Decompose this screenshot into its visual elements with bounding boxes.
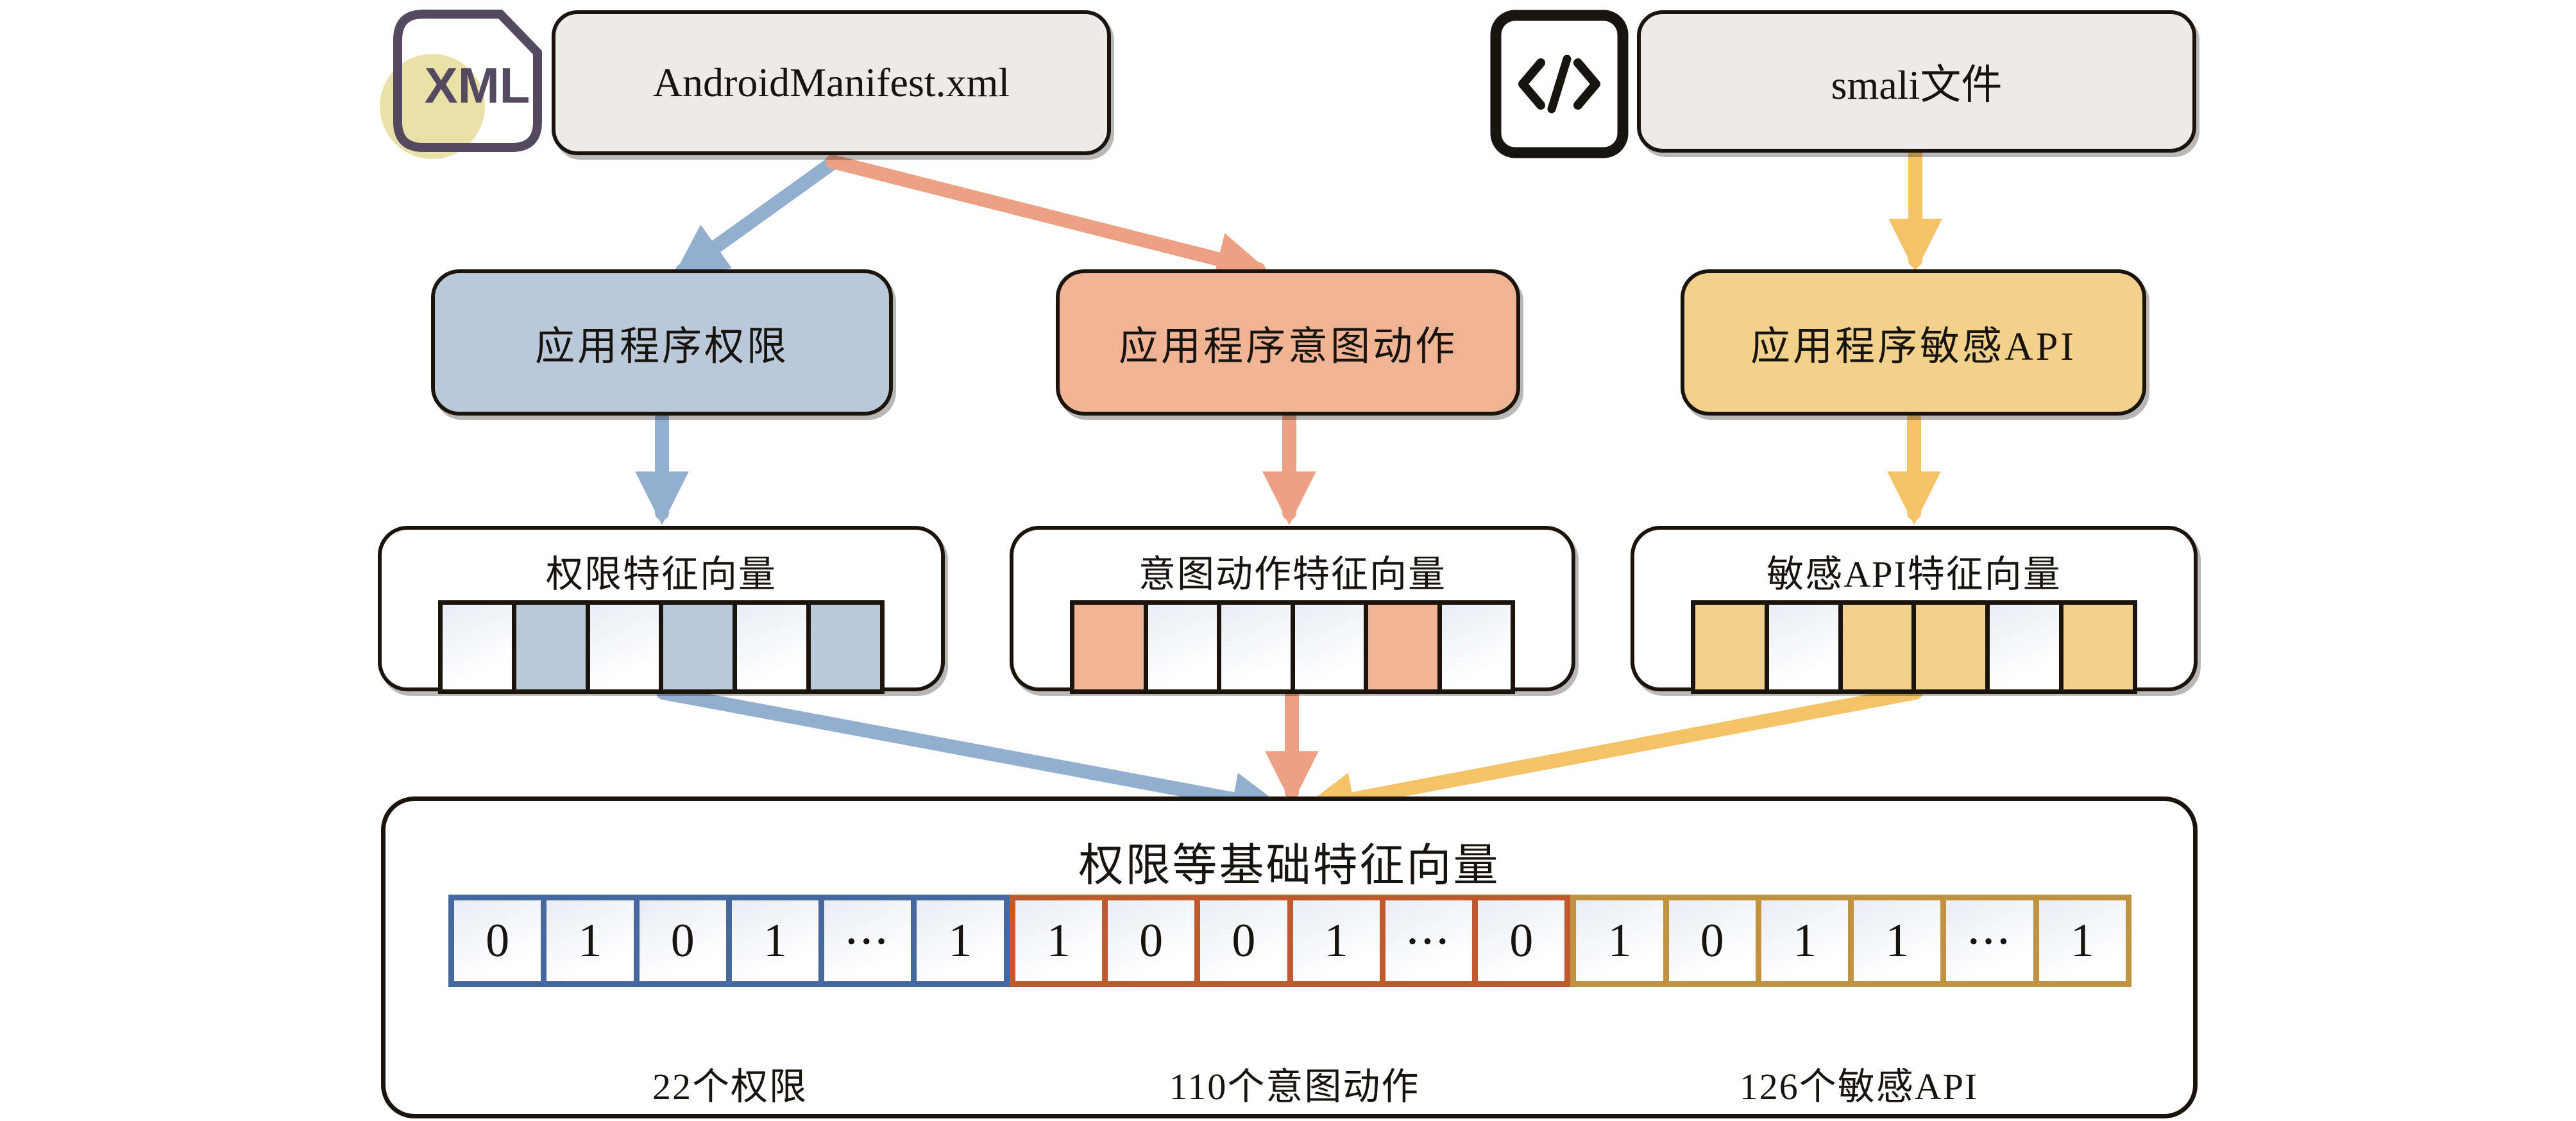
- smali-source-label: smali文件: [1831, 62, 2003, 108]
- extractor-permission-box: 应用程序权限: [431, 269, 893, 416]
- group-label-permission: 22个权限: [652, 1066, 808, 1108]
- vector-cell: 1: [547, 900, 640, 981]
- arrow-manifest-to-permission: [672, 156, 840, 278]
- vector-permission-cells: [438, 600, 885, 694]
- vector-api-box: 敏感API特征向量: [1631, 526, 2198, 694]
- vector-cell: 1: [731, 900, 825, 981]
- vector-intent-title: 意图动作特征向量: [1138, 553, 1446, 595]
- vector-cell-ellipsis: ···: [1385, 900, 1479, 981]
- vector-cell: 0: [1200, 900, 1293, 981]
- manifest-source-label: AndroidManifest.xml: [652, 60, 1010, 105]
- extractor-api-label: 应用程序敏感API: [1750, 325, 2076, 369]
- extractor-permission-label: 应用程序权限: [534, 325, 789, 369]
- arrow-api-vector-to-combined: [1300, 686, 1922, 826]
- xml-file-icon: XML: [380, 5, 545, 159]
- vector-api-cells: [1691, 600, 2137, 694]
- arrow-manifest-to-intent: [826, 155, 1271, 285]
- vector-cell-empty: [737, 605, 811, 689]
- combined-vector-box: 权限等基础特征向量 0 1 0 1 ··· 1 1 0 0 1 ··· 0 1 …: [381, 796, 2198, 1118]
- vector-cell-empty: [1990, 605, 2064, 689]
- vector-cell: 0: [639, 900, 732, 981]
- vector-cell-filled: [2063, 605, 2133, 689]
- arrow-permission-vector-to-combined: [656, 686, 1286, 826]
- extractor-intent-label: 应用程序意图动作: [1118, 325, 1457, 369]
- combined-group-api: 1 0 1 1 ··· 1: [1570, 895, 2132, 987]
- vector-cell: 1: [917, 900, 1004, 981]
- combined-group-permission: 0 1 0 1 ··· 1: [448, 895, 1010, 987]
- vector-cell: 1: [1576, 900, 1669, 981]
- vector-cell-ellipsis: ···: [824, 900, 917, 981]
- vector-cell: 1: [1761, 900, 1854, 981]
- manifest-source-box: AndroidManifest.xml: [552, 10, 1111, 155]
- vector-permission-title: 权限特征向量: [545, 553, 777, 595]
- vector-cell-filled: [1368, 605, 1442, 689]
- combined-group-intent: 1 0 0 1 ··· 0: [1009, 895, 1571, 987]
- extractor-intent-box: 应用程序意图动作: [1056, 269, 1520, 416]
- xml-icon-text: XML: [425, 57, 530, 114]
- vector-cell-filled: [516, 605, 590, 689]
- vector-cell-empty: [1768, 605, 1843, 689]
- group-label-intent: 110个意图动作: [1169, 1066, 1420, 1108]
- vector-intent-cells: [1070, 600, 1515, 694]
- vector-permission-box: 权限特征向量: [378, 526, 945, 694]
- vector-cell: 1: [2038, 900, 2126, 981]
- vector-cell-empty: [589, 605, 664, 689]
- vector-cell-empty: [1221, 605, 1295, 689]
- vector-cell-ellipsis: ···: [1946, 900, 2039, 981]
- vector-cell-filled: [1916, 605, 1990, 689]
- vector-cell: 0: [1107, 900, 1201, 981]
- vector-cell-filled: [1842, 605, 1917, 689]
- vector-cell-filled: [663, 605, 738, 689]
- vector-cell: 1: [1292, 900, 1385, 981]
- code-icon: [1489, 9, 1629, 159]
- vector-intent-box: 意图动作特征向量: [1010, 526, 1575, 694]
- vector-cell-empty: [1441, 605, 1511, 689]
- vector-cell-filled: [1695, 605, 1769, 689]
- vector-cell-empty: [443, 605, 516, 689]
- combined-vector-title: 权限等基础特征向量: [1078, 841, 1500, 891]
- vector-cell: 1: [1015, 900, 1108, 981]
- combined-vector-cells: 0 1 0 1 ··· 1 1 0 0 1 ··· 0 1 0 1 1 ···: [448, 895, 2132, 987]
- vector-cell-empty: [1148, 605, 1221, 689]
- vector-cell-filled: [1074, 605, 1148, 689]
- vector-api-title: 敏感API特征向量: [1767, 553, 2062, 595]
- vector-cell: 0: [1668, 900, 1761, 981]
- vector-cell-filled: [811, 605, 880, 689]
- group-label-api: 126个敏感API: [1739, 1066, 1979, 1108]
- vector-cell: 0: [1478, 900, 1565, 981]
- smali-source-box: smali文件: [1637, 10, 2196, 153]
- vector-cell-empty: [1294, 605, 1368, 689]
- vector-cell: 1: [1854, 900, 1947, 981]
- vector-cell: 0: [454, 900, 547, 981]
- extractor-api-box: 应用程序敏感API: [1681, 269, 2146, 416]
